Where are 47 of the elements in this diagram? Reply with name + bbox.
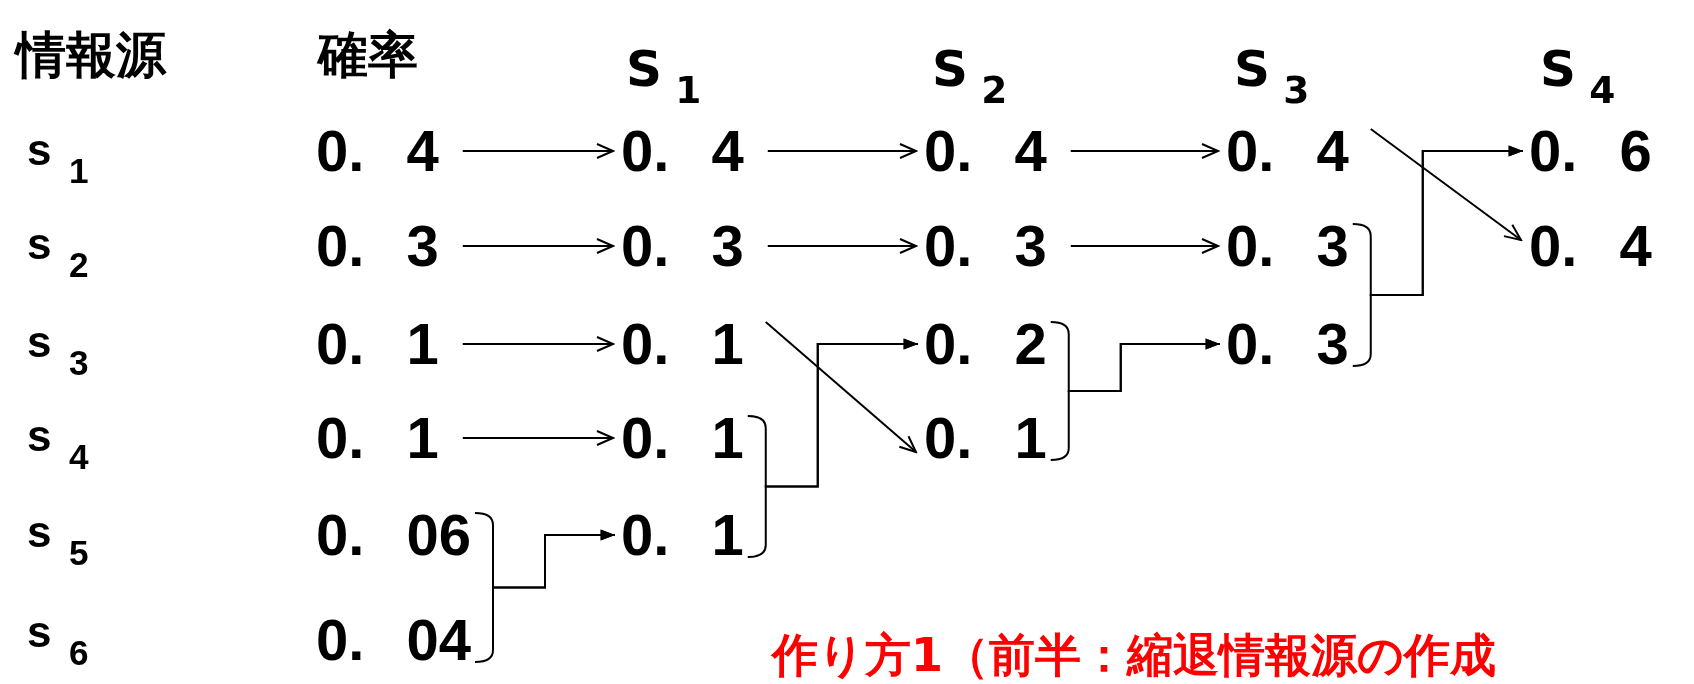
source-symbol: s$_{5}$ xyxy=(27,510,89,570)
probability-value: 0. 1 xyxy=(621,506,744,564)
arrow xyxy=(1069,238,1219,254)
probability-value: 0. 1 xyxy=(621,315,744,373)
probability-value: 0. 4 xyxy=(924,122,1047,180)
arrow xyxy=(461,238,614,254)
arrow xyxy=(461,143,614,159)
source-symbol: s$_{3}$ xyxy=(27,320,89,380)
probability-value: 0. 3 xyxy=(924,217,1047,275)
arrow xyxy=(474,529,616,663)
probability-value: 0. 1 xyxy=(621,409,744,467)
source-symbol: s$_{2}$ xyxy=(27,222,89,282)
probability-value: 0. 3 xyxy=(621,217,744,275)
arrow xyxy=(1369,128,1522,241)
probability-value: 0. 3 xyxy=(1226,217,1349,275)
column-header: S$_{1}$ xyxy=(626,44,702,110)
column-header: S$_{4}$ xyxy=(1540,44,1616,110)
probability-value: 0. 1 xyxy=(316,315,439,373)
arrow xyxy=(461,430,614,446)
arrow xyxy=(746,338,919,558)
probability-value: 0. 4 xyxy=(1226,122,1349,180)
column-header: S$_{2}$ xyxy=(932,44,1008,110)
arrow xyxy=(1069,143,1219,159)
arrow xyxy=(766,143,917,159)
probability-value: 0. 3 xyxy=(1226,315,1349,373)
column-header: 確率 xyxy=(318,30,418,80)
probability-value: 0. 3 xyxy=(316,217,439,275)
caption-note: 作り方1（前半：縮退情報源の作成 xyxy=(772,632,1496,678)
probability-value: 0. 6 xyxy=(1529,122,1652,180)
probability-value: 0. 04 xyxy=(316,611,471,669)
arrow xyxy=(1049,338,1221,461)
probability-value: 0. 4 xyxy=(621,122,744,180)
probability-value: 0. 1 xyxy=(316,409,439,467)
probability-value: 0. 06 xyxy=(316,506,471,564)
arrow xyxy=(461,336,614,352)
arrow xyxy=(766,238,917,254)
arrow xyxy=(764,321,917,453)
column-header: S$_{3}$ xyxy=(1234,44,1310,110)
probability-value: 0. 4 xyxy=(1529,217,1652,275)
probability-value: 0. 4 xyxy=(316,122,439,180)
probability-value: 0. 1 xyxy=(924,409,1047,467)
column-header: 情報源 xyxy=(16,30,166,80)
arrow xyxy=(1351,145,1524,367)
source-symbol: s$_{6}$ xyxy=(27,610,89,670)
source-symbol: s$_{1}$ xyxy=(27,128,89,188)
source-symbol: s$_{4}$ xyxy=(27,414,89,474)
probability-value: 0. 2 xyxy=(924,315,1047,373)
